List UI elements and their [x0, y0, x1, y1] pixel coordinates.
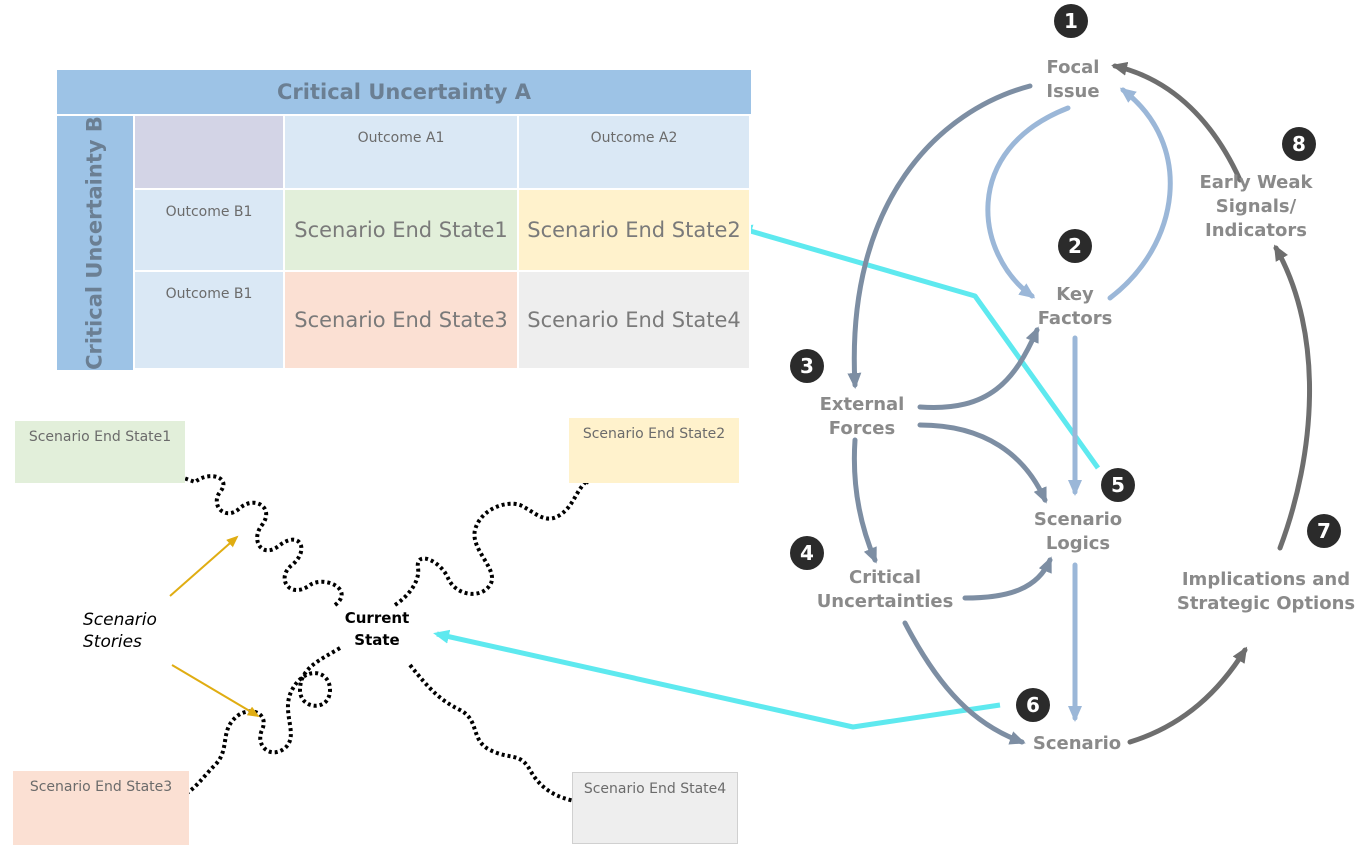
story-path-state1	[176, 474, 344, 607]
story-pointer-lower	[171, 664, 260, 718]
critical-uncertainty-b-label: Critical Uncertainty B	[82, 116, 107, 370]
step-implications-label: Implications and Strategic Options	[1176, 569, 1356, 614]
outcome-a2-header: Outcome A2	[519, 116, 751, 190]
step-2-badge: 2	[1058, 229, 1092, 263]
end-state-box-3: Scenario End State3	[13, 771, 189, 845]
current-state-label: Current State	[344, 609, 410, 649]
arrow-signals-to-focal	[1111, 61, 1243, 183]
story-pointer-upper	[169, 535, 239, 597]
matrix-scenario-end-state1: Scenario End State1	[285, 190, 519, 272]
arrow-critical-to-scenario	[902, 620, 1026, 745]
step-8-badge: 8	[1282, 127, 1316, 161]
arrow-keyfactors-to-focal	[1107, 87, 1173, 301]
story-path-state4	[408, 663, 582, 805]
step-key-factors-label: Key Factors	[1037, 284, 1113, 329]
arrow-implications-to-signals	[1273, 244, 1312, 551]
step-critical-uncertainties-label: Critical Uncertainties	[816, 567, 954, 612]
step-7-badge: 7	[1307, 514, 1341, 548]
outcome-a1-header: Outcome A1	[285, 116, 519, 190]
step-scenario-logics-label: Scenario Logics	[1033, 509, 1123, 554]
arrow-external-to-keyfactors	[917, 326, 1040, 411]
outcome-b1-row2-header: Outcome B1	[135, 272, 285, 370]
arrow-external-to-logics	[917, 422, 1048, 504]
matrix-scenario-end-state2: Scenario End State2	[519, 190, 751, 272]
connector-logics-to-matrix	[736, 224, 1101, 470]
step-1-badge: 1	[1054, 4, 1088, 38]
critical-uncertainty-b-header: Critical Uncertainty B	[57, 116, 135, 370]
scenario-matrix: Critical Uncertainty A Critical Uncertai…	[57, 70, 751, 370]
end-state-box-2: Scenario End State2	[569, 418, 739, 483]
outcome-b1-row1-header: Outcome B1	[135, 190, 285, 272]
step-3-badge: 3	[790, 349, 824, 383]
arrow-scenario-to-implications	[1127, 646, 1248, 745]
matrix-scenario-end-state4: Scenario End State4	[519, 272, 751, 370]
step-external-forces-label: External Forces	[819, 394, 905, 439]
arrow-focal-to-external	[847, 83, 1033, 389]
scenario-stories-label: Scenario Stories	[83, 610, 157, 652]
step-6-badge: 6	[1016, 688, 1050, 722]
end-state-box-4: Scenario End State4	[572, 772, 738, 844]
arrow-critical-to-logics	[962, 556, 1053, 601]
arrow-focal-to-keyfactors	[985, 105, 1071, 299]
story-path-state3	[178, 646, 342, 799]
connector-scenario-to-current	[433, 629, 1001, 730]
end-state-box-1: Scenario End State1	[15, 421, 185, 483]
step-early-weak-signals-label: Early Weak Signals/ Indicators	[1199, 172, 1313, 241]
step-scenario-label: Scenario	[1032, 733, 1122, 754]
matrix-scenario-end-state3: Scenario End State3	[285, 272, 519, 370]
step-4-badge: 4	[790, 536, 824, 570]
matrix-corner-cell	[135, 116, 285, 190]
step-5-badge: 5	[1101, 468, 1135, 502]
arrow-external-to-critical	[851, 437, 878, 564]
step-focal-issue-label: Focal Issue	[1046, 57, 1100, 102]
story-path-state2	[393, 476, 592, 607]
critical-uncertainty-a-header: Critical Uncertainty A	[57, 70, 751, 116]
